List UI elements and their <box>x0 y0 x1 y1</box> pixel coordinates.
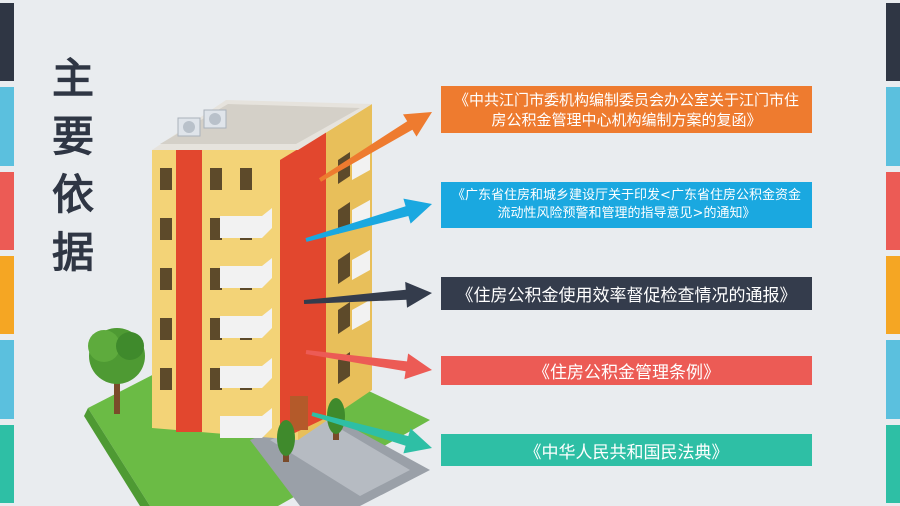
left-strip-segment <box>0 256 14 335</box>
lawn-edge <box>84 408 150 506</box>
right-strip-segment <box>886 171 900 250</box>
accent-stripe-1 <box>176 150 202 432</box>
accent-stripe-2 <box>280 132 326 440</box>
building-front-face <box>152 150 298 440</box>
pointer-arrow-3 <box>303 281 432 308</box>
left-strip-segment <box>0 171 14 250</box>
page-title: 主 要 依 据 <box>46 50 100 282</box>
tree-left <box>88 328 145 414</box>
pointer-arrow-4 <box>305 350 432 380</box>
left-strip-segment <box>0 340 14 419</box>
reference-text-5: 《中华人民共和国民法典》 <box>524 442 729 463</box>
left-strip-segment <box>0 424 14 503</box>
title-char-3: 依 <box>51 170 94 219</box>
reference-label-5: 《中华人民共和国民法典》 <box>441 434 812 466</box>
roof-top <box>160 104 360 144</box>
reference-text-3: 《住房公积金使用效率督促检查情况的通报》 <box>456 286 797 306</box>
right-strip-segment <box>886 424 900 503</box>
reference-label-2: 《广东省住房和城乡建设厅关于印发<广东省住房公积金资金流动性风险预警和管理的指导… <box>441 182 812 228</box>
title-char-1: 主 <box>51 54 94 103</box>
entrance-door <box>290 396 308 430</box>
pointer-arrow-5 <box>311 412 432 454</box>
reference-text-1: 《中共江门市委机构编制委员会办公室关于江门市住房公积金管理中心机构编制方案的复函… <box>453 90 799 129</box>
balconies <box>220 208 272 438</box>
reference-text-4: 《住房公积金管理条例》 <box>533 363 720 383</box>
right-strip-segment <box>886 340 900 419</box>
right-strip-segment <box>886 3 900 82</box>
arrows <box>303 112 432 454</box>
title-char-4: 据 <box>51 228 94 277</box>
reference-text-2: 《广东省住房和城乡建设厅关于印发<广东省住房公积金资金流动性风险预警和管理的指导… <box>452 188 801 221</box>
reference-label-1: 《中共江门市委机构编制委员会办公室关于江门市住房公积金管理中心机构编制方案的复函… <box>441 86 812 133</box>
left-side-strip <box>0 0 14 506</box>
right-strip-segment <box>886 87 900 166</box>
ac-fan-2 <box>209 113 221 125</box>
title-char-2: 要 <box>51 112 94 161</box>
left-strip-segment <box>0 3 14 82</box>
pointer-arrow-2 <box>305 198 432 242</box>
pointer-arrow-1 <box>319 112 432 182</box>
shrub-1 <box>277 420 295 462</box>
reference-label-3: 《住房公积金使用效率督促检查情况的通报》 <box>441 277 812 310</box>
reference-label-4: 《住房公积金管理条例》 <box>441 356 812 385</box>
ac-fan-1 <box>183 121 195 133</box>
path-light <box>270 418 410 496</box>
right-strip-segment <box>886 256 900 335</box>
left-strip-segment <box>0 87 14 166</box>
right-side-strip <box>886 0 900 506</box>
